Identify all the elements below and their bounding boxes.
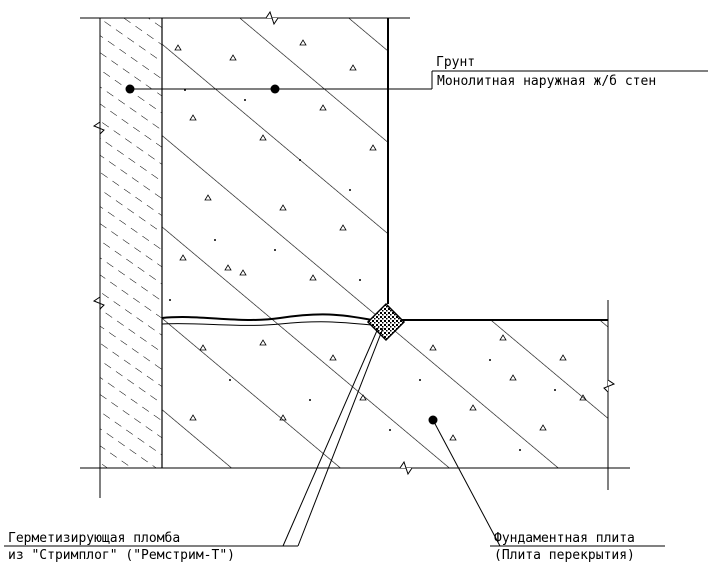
cold-joint bbox=[161, 313, 373, 326]
slab-label-line2: (Плита перекрытия) bbox=[494, 548, 635, 563]
seal-label-line2: из "Стримплог" ("Ремстрим-Т") bbox=[8, 548, 235, 563]
slab-label-line1: Фундаментная плита bbox=[494, 531, 635, 546]
seal-callout: Герметизирующая пломба из "Стримплог" ("… bbox=[4, 325, 384, 563]
soil-label-group: Грунт Монолитная наружная ж/б стен bbox=[431, 55, 708, 89]
concrete-aggregate bbox=[174, 39, 587, 441]
soil-label: Грунт bbox=[436, 55, 475, 70]
seal-label-line1: Герметизирующая пломба bbox=[8, 531, 180, 546]
monolithic-wall bbox=[80, 10, 410, 320]
wall-label: Монолитная наружная ж/б стен bbox=[437, 74, 656, 89]
concrete-dots bbox=[169, 89, 556, 451]
soil-leader bbox=[125, 84, 432, 94]
slab-callout: Фундаментная плита (Плита перекрытия) bbox=[428, 415, 665, 563]
foundation-slab bbox=[80, 300, 630, 490]
